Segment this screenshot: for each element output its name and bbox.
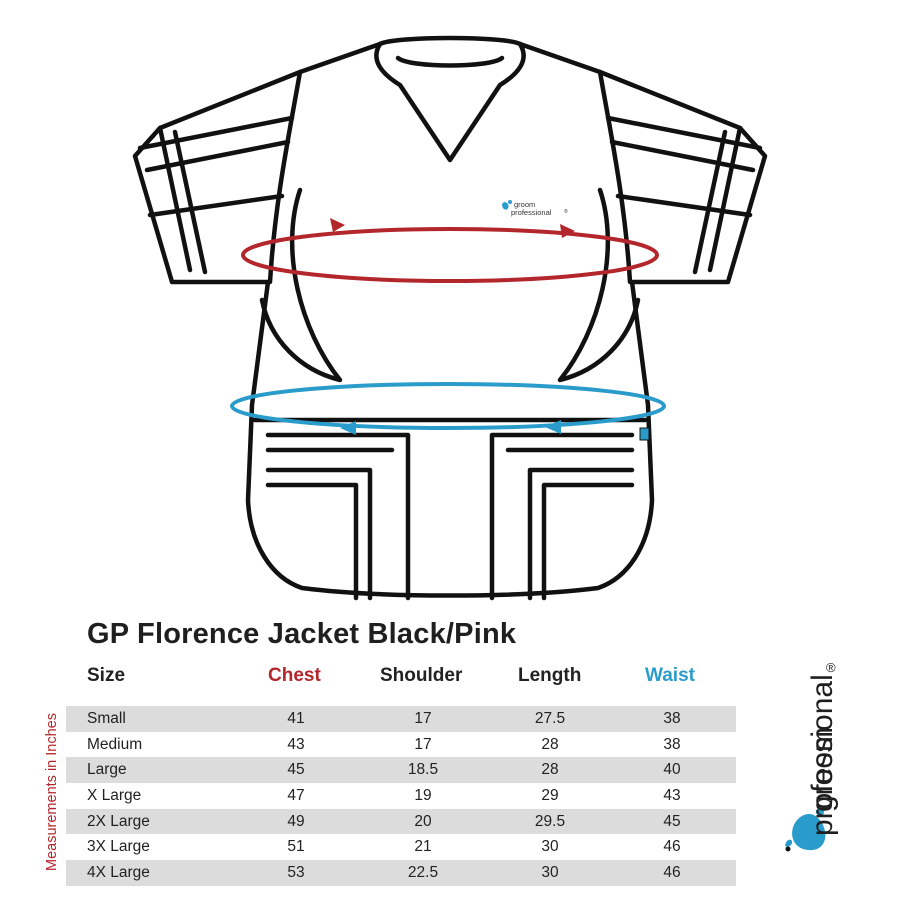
right-sleeve-cuff <box>692 125 743 275</box>
cell-chest: 45 <box>287 761 305 779</box>
brand-line-2: professional <box>806 674 839 836</box>
cell-length: 28 <box>541 761 559 779</box>
table-row: 2X Large 49 20 29.5 45 <box>66 808 736 835</box>
groom-professional-logo <box>785 808 826 852</box>
cell-waist: 46 <box>663 838 681 856</box>
collar <box>374 41 526 163</box>
header-waist: Waist <box>645 665 695 686</box>
brand-registered-mark: ® <box>826 660 836 675</box>
right-side-panel <box>557 187 641 383</box>
right-shoulder-seam <box>597 69 633 285</box>
cell-length: 29.5 <box>534 812 566 830</box>
cell-chest: 49 <box>287 812 305 830</box>
header-size: Size <box>87 665 126 686</box>
cell-size: 2X Large <box>87 812 150 830</box>
cell-size: 4X Large <box>87 863 150 881</box>
cell-chest: 41 <box>287 709 305 727</box>
table-row: 3X Large 51 21 30 46 <box>66 834 736 860</box>
table-row: Large 45 18.5 28 40 <box>66 757 736 784</box>
cell-shoulder: 22.5 <box>407 863 439 881</box>
svg-text:®: ® <box>564 208 568 215</box>
header-chest: Chest <box>268 665 321 686</box>
right-pocket <box>489 432 635 601</box>
left-side-panel <box>259 187 343 383</box>
jacket-tag <box>639 427 650 441</box>
cell-chest: 47 <box>287 786 305 804</box>
chest-arrow-left <box>330 218 345 232</box>
cell-shoulder: 17 <box>414 735 432 753</box>
water-drop-icon <box>792 813 826 851</box>
cell-length: 30 <box>541 838 559 856</box>
cell-shoulder: 18.5 <box>407 761 439 779</box>
garment-logo: groom professional ® <box>502 200 568 217</box>
cell-length: 28 <box>541 735 559 753</box>
svg-text:groom: groom <box>514 200 535 209</box>
left-shoulder-seam <box>267 69 303 285</box>
jacket-outline <box>132 35 768 598</box>
chest-measure-line <box>241 227 659 283</box>
water-splash-icon <box>785 839 793 847</box>
cell-size: Small <box>87 709 126 727</box>
jacket-diagram: groom professional ® <box>132 35 768 601</box>
cell-waist: 38 <box>663 709 681 727</box>
cell-shoulder: 19 <box>414 786 432 804</box>
waist-measure-line <box>230 382 666 430</box>
cell-chest: 43 <box>287 735 305 753</box>
cell-waist: 43 <box>663 786 681 804</box>
collar-inner <box>395 55 505 68</box>
table-row: X Large 47 19 29 43 <box>66 783 736 809</box>
cell-chest: 51 <box>287 838 305 856</box>
cell-waist: 46 <box>663 863 681 881</box>
header-shoulder: Shoulder <box>380 665 463 686</box>
cell-waist: 45 <box>663 812 681 830</box>
cell-shoulder: 17 <box>414 709 432 727</box>
cell-shoulder: 20 <box>414 812 432 830</box>
left-pocket <box>265 432 411 601</box>
header-length: Length <box>518 665 582 686</box>
waist-arrow-left <box>340 421 356 435</box>
cell-waist: 40 <box>663 761 681 779</box>
cell-waist: 38 <box>663 735 681 753</box>
cell-length: 29 <box>541 786 559 804</box>
cell-length: 27.5 <box>534 709 566 727</box>
table-row: 4X Large 53 22.5 30 46 <box>66 860 736 886</box>
cell-size: 3X Large <box>87 838 150 856</box>
svg-text:professional: professional <box>511 208 552 217</box>
table-row: Medium 43 17 28 38 <box>66 732 736 758</box>
page-title: GP Florence Jacket Black/Pink <box>87 618 517 650</box>
cell-chest: 53 <box>287 863 305 881</box>
chest-arrow-right <box>560 224 575 238</box>
cell-size: Large <box>87 761 127 779</box>
table-row: Small 41 17 27.5 38 <box>66 706 736 732</box>
waist-arrow-right <box>545 420 561 434</box>
cell-size: X Large <box>87 786 142 804</box>
cell-shoulder: 21 <box>414 838 432 856</box>
water-dot-small-icon <box>785 846 791 852</box>
cell-length: 30 <box>541 863 559 881</box>
water-dot-icon <box>816 808 824 816</box>
cell-size: Medium <box>87 735 143 753</box>
left-sleeve-cuff <box>157 125 208 275</box>
